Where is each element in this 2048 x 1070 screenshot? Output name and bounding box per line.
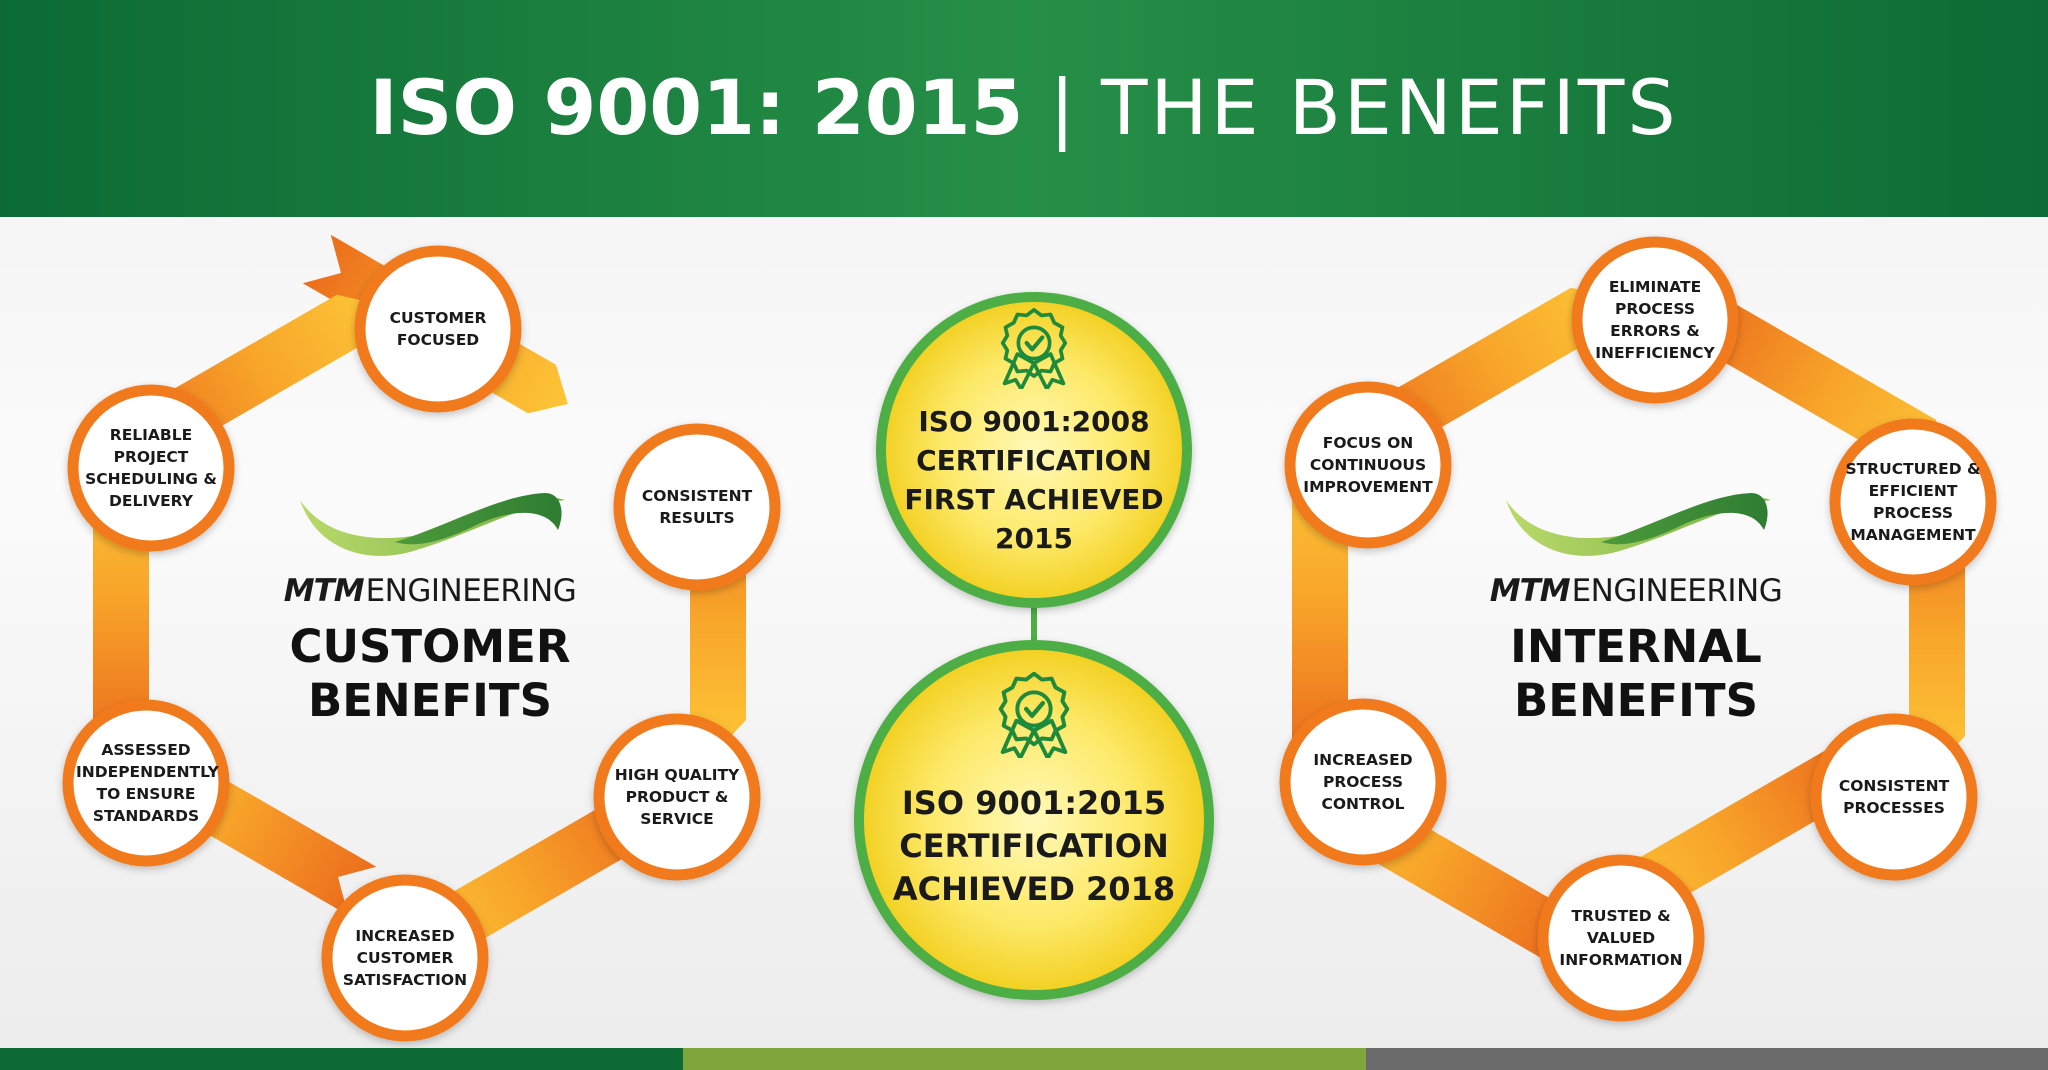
footer-bar-green [0,1048,683,1070]
benefit-node-circle [1279,698,1447,866]
benefit-node-circle [1571,236,1739,404]
certification-label: ISO 9001:2015 CERTIFICATION ACHIEVED 201… [892,784,1176,908]
benefit-node-label: RELIABLE PROJECT SCHEDULING & DELIVERY [85,426,217,510]
cycle-arrow [1682,289,1948,469]
benefit-node-label: ELIMINATE PROCESS ERRORS & INEFFICIENCY [1595,278,1715,362]
benefit-node-circle [1829,418,1997,586]
benefit-node-circle [1810,713,1978,881]
mtm-swoosh-logo-right [1506,493,1771,556]
benefit-node-circle [613,423,781,591]
logo-engineering: ENGINEERING [365,573,577,609]
internal-benefits-heading: INTERNAL BENEFITS [1426,620,1846,728]
title-subtitle: THE BENEFITS [1101,63,1679,152]
heading-line: BENEFITS [1513,674,1759,727]
benefit-node-circle [354,245,522,413]
benefit-node-label: INCREASED CUSTOMER SATISFACTION [342,927,468,989]
customer-nodes [62,245,781,1042]
footer-bar-olive [683,1048,1366,1070]
benefit-node-circle [1284,381,1452,549]
benefit-node-label: INCREASED PROCESS CONTROL [1313,751,1413,813]
benefit-node-circle [62,699,230,867]
benefit-node-label: FOCUS ON CONTINUOUS IMPROVEMENT [1303,434,1433,496]
benefit-node-label: STRUCTURED & EFFICIENT PROCESS MANAGEMEN… [1845,460,1981,544]
benefit-node-circle [593,713,761,881]
mtm-swoosh-logo-left [300,493,565,556]
benefit-node-label: CONSISTENT PROCESSES [1838,777,1950,817]
benefit-node-circle [321,874,489,1042]
company-logo-text: MTMENGINEERING [1490,573,1783,609]
heading-line: BENEFITS [307,674,553,727]
certification-medal [854,640,1214,1000]
internal-nodes [1279,236,1997,1022]
header-banner [0,0,2048,217]
customer-benefits-heading: CUSTOMER BENEFITS [220,620,640,728]
footer-bar-grey [1366,1048,2048,1070]
title-main: ISO 9001: 2015 [369,63,1024,152]
benefit-node-label: ASSESSED INDEPENDENTLY TO ENSURE STANDAR… [76,741,219,825]
benefit-node-label: TRUSTED & VALUED INFORMATION [1559,907,1683,969]
certification-label: ISO 9001:2008 CERTIFICATION FIRST ACHIEV… [904,405,1164,555]
benefit-node-label: CUSTOMER FOCUSED [389,309,487,349]
benefit-node-label: HIGH QUALITY PRODUCT & SERVICE [614,766,740,828]
logo-engineering: ENGINEERING [1571,573,1783,609]
benefit-node-label: CONSISTENT RESULTS [641,487,753,527]
page-title: ISO 9001: 2015 | THE BENEFITS [0,60,2048,156]
company-logo-text: MTMENGINEERING [284,573,577,609]
logo-mtm: MTM [283,573,365,609]
logo-mtm: MTM [1489,573,1571,609]
certification-medal [876,292,1192,608]
benefit-node-circle [1537,854,1705,1022]
benefit-node-circle [67,384,235,552]
title-separator: | [1049,63,1075,152]
heading-line: CUSTOMER [289,620,571,673]
heading-line: INTERNAL [1510,620,1762,673]
